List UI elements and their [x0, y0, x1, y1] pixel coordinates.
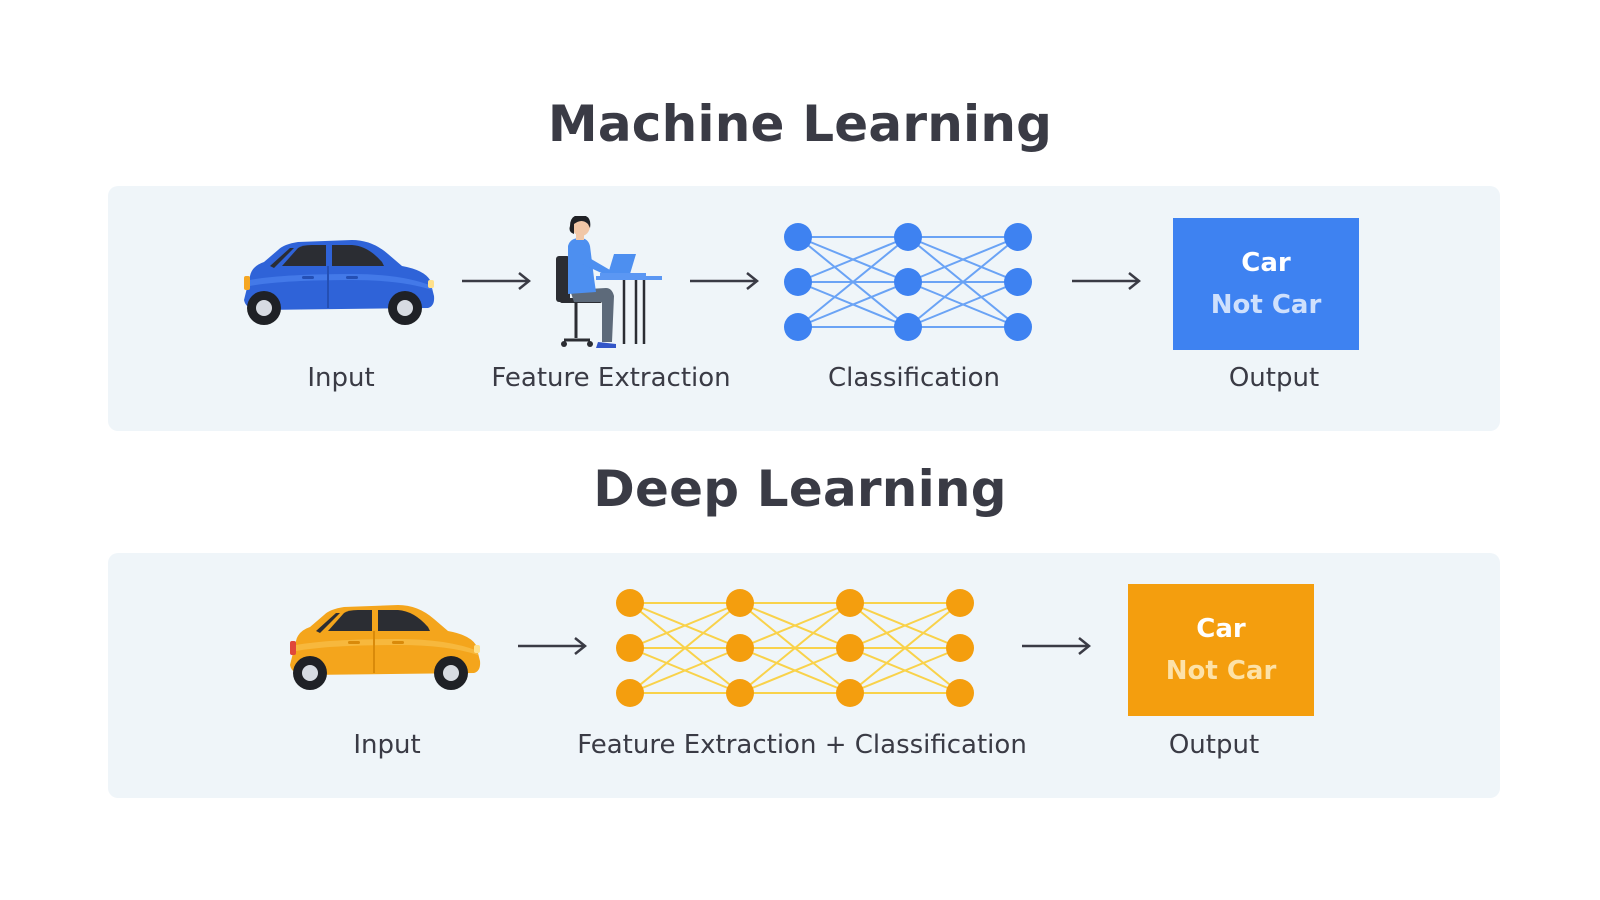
- network-edge: [907, 281, 1019, 328]
- network-edge: [907, 236, 1019, 283]
- network-node: [616, 679, 644, 707]
- neural-network-icon: [784, 223, 1032, 341]
- network-node: [946, 634, 974, 662]
- arrow-icon: [690, 272, 760, 290]
- network-edge: [629, 647, 741, 694]
- network-edge: [849, 602, 961, 694]
- network-edge: [739, 602, 851, 694]
- network-node: [946, 679, 974, 707]
- deep-learning-title: Deep Learning: [593, 460, 1007, 518]
- network-node: [1004, 223, 1032, 251]
- output-not-car-label: Not Car: [1165, 656, 1277, 686]
- output-box: Car Not Car: [1128, 584, 1314, 716]
- output-box: Car Not Car: [1173, 218, 1359, 350]
- output-car-label: Car: [1196, 614, 1246, 644]
- step-label-input: Input: [307, 363, 375, 393]
- network-node: [726, 679, 754, 707]
- network-node: [726, 634, 754, 662]
- network-edge: [907, 236, 1019, 328]
- network-node: [726, 589, 754, 617]
- network-edge: [849, 647, 961, 694]
- network-node: [894, 268, 922, 296]
- step-label-output: Output: [1228, 363, 1320, 393]
- network-edge: [797, 236, 909, 328]
- step-label-output: Output: [1168, 730, 1260, 760]
- network-node: [784, 268, 812, 296]
- network-node: [784, 313, 812, 341]
- network-node: [836, 634, 864, 662]
- arrow-icon: [1022, 637, 1092, 655]
- network-node: [1004, 268, 1032, 296]
- step-label-feature-extraction: Feature Extraction: [491, 363, 731, 393]
- network-edge: [797, 236, 909, 283]
- neural-network-icon: [616, 589, 974, 707]
- network-node: [784, 223, 812, 251]
- network-node: [616, 634, 644, 662]
- network-edge: [629, 602, 741, 694]
- network-node: [1004, 313, 1032, 341]
- machine-learning-title: Machine Learning: [547, 95, 1053, 153]
- network-edge: [739, 647, 851, 694]
- step-label-input: Input: [353, 730, 421, 760]
- arrow-icon: [518, 637, 588, 655]
- network-edge: [797, 281, 909, 328]
- step-label-feature-extraction-classification: Feature Extraction + Classification: [577, 730, 1027, 760]
- arrow-icon: [1072, 272, 1142, 290]
- person-at-laptop-icon: [556, 216, 662, 348]
- network-node: [894, 313, 922, 341]
- blue-car-icon: [244, 240, 435, 325]
- network-edge: [849, 602, 961, 649]
- step-label-classification: Classification: [827, 363, 1001, 393]
- network-edge: [739, 602, 851, 649]
- network-node: [836, 589, 864, 617]
- output-car-label: Car: [1241, 248, 1291, 278]
- network-node: [894, 223, 922, 251]
- output-not-car-label: Not Car: [1210, 290, 1322, 320]
- yellow-car-icon: [290, 605, 481, 690]
- network-edge: [629, 602, 741, 649]
- arrow-icon: [462, 272, 532, 290]
- network-node: [616, 589, 644, 617]
- network-node: [946, 589, 974, 617]
- network-node: [836, 679, 864, 707]
